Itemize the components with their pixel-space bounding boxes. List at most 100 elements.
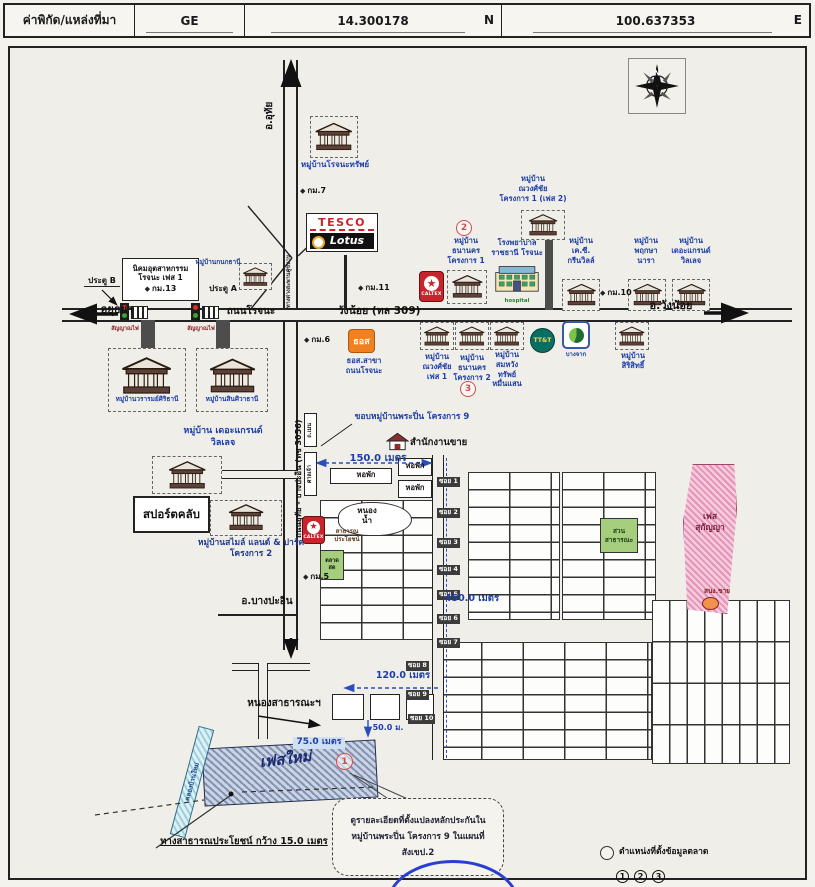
phrapin-boundary-label: ขอบหมู่บ้านพระปิ่น โครงการ 9 [354, 412, 470, 422]
sinsiwa-label: หมู่บ้านสินศิวาธานี [205, 395, 259, 403]
road-stub-west-1 [141, 320, 155, 348]
caltex-label-2: CALTEX [303, 534, 324, 540]
village-kc-label: หมู่บ้าน เค.ซี. กรีนวิลล์ [567, 236, 595, 265]
dorm-label-2: หอพัก [405, 461, 425, 470]
legend-title: ตำแหน่งที่ตั้งข้อมูลตลาด [619, 847, 709, 857]
road-stub-west-2 [216, 320, 230, 348]
industrial-estate-label: นิคมอุตสาหกรรม โรจนะ เฟส 1 [132, 263, 189, 282]
village-smile-label: หมู่บ้านสไมล์ แลนด์ & ปาร์ค โครงการ 2 [197, 538, 305, 560]
km11-marker: กม.11 [358, 281, 389, 294]
caltex-station-icon-1: ★CALTEX [419, 271, 444, 302]
phase-sukanya-label: เฟส สุกัญญา [695, 512, 725, 534]
bangchak-label: บางจาก [565, 351, 587, 358]
soi-tag-2: ซอย 2 [437, 508, 460, 518]
temple-icon-sinsiwa: หมู่บ้านสินศิวาธานี [196, 348, 268, 412]
main-rd-label: ถ.เมน [307, 422, 314, 438]
estate-blocks-south [440, 642, 652, 760]
village-kanokthani-label: หมู่บ้านกนกธานี [195, 258, 241, 266]
measure-75m: 75.0 เมตร [293, 737, 345, 749]
public-park-zone: สวน สาธารณะ [600, 518, 638, 553]
temple-icon-thananakorn-1 [447, 270, 487, 304]
temple-icon-nawongchai-2 [521, 210, 565, 240]
km6-marker: กม.6 [304, 333, 330, 346]
gate-a-label: ประตู A [209, 284, 237, 293]
public-pond-label: หนองสาธารณะฯ [247, 698, 321, 709]
village-thananakorn1-label: หมู่บ้าน ธนานคร โครงการ 1 [447, 236, 485, 265]
main-rd-tag: ถ.เมน [304, 413, 317, 447]
road-south-vertical [258, 663, 268, 739]
signal-label-2: สัญญาณไฟ [187, 326, 215, 332]
signal-label-1: สัญญาณไฟ [111, 326, 139, 332]
map-point-3: 3 [460, 381, 476, 397]
village-nawongchai1-label: หมู่บ้าน ณวงศ์ชัย เฟส 1 [422, 352, 452, 381]
longitude-value: 100.637353 [615, 13, 696, 28]
park-label: สวน สาธารณะ [604, 527, 634, 544]
temple-icon-rojanasap [310, 116, 358, 158]
sport-club-label: สปอร์ตคลับ [143, 507, 200, 522]
road-label-ayutthaya: อยุธยา [100, 303, 134, 316]
south-block-1 [332, 694, 364, 720]
boundary-dash-line [446, 458, 447, 758]
soi-tag-6: ซอย 6 [437, 614, 460, 624]
measure-120m: 120.0 เมตร [375, 670, 431, 681]
pond-label: หนอง น้ำ [357, 506, 377, 525]
caltex-label-1: CALTEX [421, 292, 442, 297]
soi-tag-3: ซอย 3 [437, 538, 460, 548]
caltex-station-icon-2: ★CALTEX [302, 516, 325, 544]
soi-tag-1: ซอย 1 [437, 477, 460, 487]
road-connector-west [222, 470, 298, 479]
map-point-2: 2 [456, 220, 472, 236]
road-label-wangnoi: อ.วังน้อย [649, 299, 693, 312]
dorm-label-1: หอพัก [356, 470, 376, 479]
road-stub-hospital [545, 240, 553, 310]
measure-450m: 450.0 เมตร [444, 593, 500, 604]
legend-number-2: 2 [634, 870, 647, 883]
bangchak-leaf-icon [568, 327, 584, 343]
estate-blocks-southeast [652, 600, 790, 764]
sales-office-2-dot [702, 597, 719, 610]
km13-marker: กม.13 [145, 282, 176, 295]
estate-blocks-east-b [562, 472, 656, 620]
km10-marker: กม.10 [600, 286, 631, 299]
sales-office-2-label: สนง.ขาย [704, 587, 730, 595]
shrine-tag: ศาลเจ้า [304, 452, 317, 496]
ghbank-branch-label: ธอส.สาขา ถนนโรจนะ [345, 356, 383, 375]
village-pruksa-label: หมู่บ้าน พฤกษา นารา [634, 236, 658, 265]
road-label-overpass: ทางต่างสะพานคู่ขนาน [286, 254, 292, 308]
traffic-light-icon-2 [191, 303, 200, 320]
measure-50m: 50.0 ม. [372, 723, 404, 732]
bangchak-logo [562, 321, 590, 349]
pond-shape [338, 502, 412, 536]
village-sirisit-label: หมู่บ้าน สิริสิทธิ์ [621, 351, 645, 370]
village-somwang-label: หมู่บ้าน สมหวัง ทรัพย์ หมื่นแสน [492, 350, 522, 389]
temple-icon-smile-land [210, 500, 282, 536]
ttt-telecom-logo: TT&T [530, 328, 555, 353]
road-rojana [62, 308, 792, 322]
dorm-label-3: หอพัก [405, 483, 425, 492]
temple-icon-sirisit [615, 322, 649, 350]
crosswalk-icon-1 [131, 306, 148, 319]
road-label-rojana: ถนนโรจนะ [226, 306, 276, 317]
sales-office-house-icon [386, 432, 409, 452]
road-label-route309: วังน้อย (ทล 309) [337, 305, 421, 317]
road-label-uthai: อ.อุทัย [264, 101, 275, 131]
lotus-logo-text: Lotus [310, 233, 374, 250]
soi-tag-7: ซอย 7 [437, 638, 460, 648]
hospital-en-label: hospital [504, 298, 530, 304]
temple-icon-kc-greenville [562, 279, 600, 311]
header-source-cell: GE [135, 5, 245, 36]
public-way-label: ทางสาธารณประโยชน์ กว้าง 15.0 เมตร [160, 836, 328, 847]
village-grand-e-label: หมู่บ้าน เดอะแกรนด์ วิลเลจ [671, 236, 711, 265]
road-bangpain-line [218, 614, 296, 616]
lat-hemisphere: N [483, 13, 494, 27]
measure-150m: 150.0 เมตร [349, 453, 407, 464]
km5-marker: กม.5 [303, 570, 329, 583]
dorm-block-1 [330, 468, 392, 484]
traffic-light-icon-1 [120, 303, 129, 320]
soi-tag-9: ซอย 9 [406, 690, 429, 700]
estate-blocks-east-a [468, 472, 560, 620]
km7-marker: กม.7 [300, 184, 326, 197]
